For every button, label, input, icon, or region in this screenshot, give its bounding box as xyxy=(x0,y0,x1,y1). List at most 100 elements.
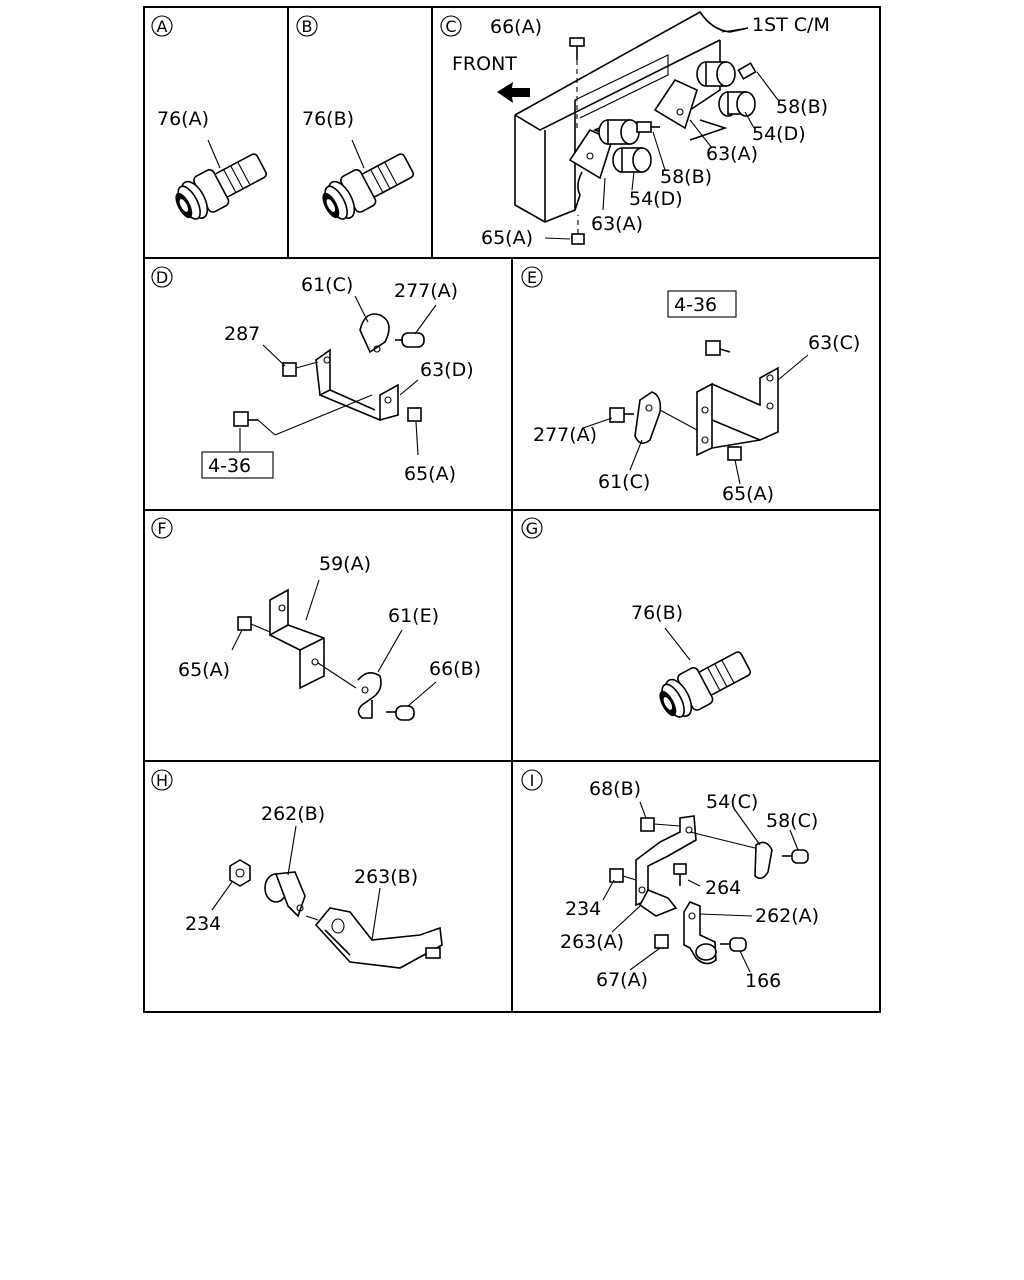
svg-text:A: A xyxy=(157,17,168,36)
bolt-58c-icon xyxy=(782,849,809,864)
ref-box-436-e xyxy=(667,290,737,318)
clip-61c-d-icon xyxy=(359,313,390,354)
bolt-277a-e-icon xyxy=(609,407,634,423)
bracket-263a-drawing xyxy=(635,815,697,917)
fitting-76a-drawing xyxy=(175,153,268,220)
clip-assembly-right xyxy=(653,61,757,130)
label-263b: 263(B) xyxy=(354,866,418,888)
bracket-63c-drawing xyxy=(696,366,779,457)
panel-f: 59(A) 61(E) 65(A) 66(B) xyxy=(178,553,481,721)
bracket-59a-drawing xyxy=(269,588,325,690)
nut-234-i-icon xyxy=(609,868,637,883)
bolt-264-icon xyxy=(673,863,687,886)
label-264: 264 xyxy=(705,877,741,899)
label-1st-cm: 1ST C/M xyxy=(752,14,830,36)
bracket-263b-drawing xyxy=(314,907,443,969)
nut-65a-d-icon xyxy=(407,407,422,422)
label-234-i: 234 xyxy=(565,898,601,920)
label-59a: 59(A) xyxy=(319,553,371,575)
nut-65a-f-icon xyxy=(237,616,271,633)
label-63a-left: 63(A) xyxy=(591,213,643,235)
bolt-66b-icon xyxy=(386,705,415,721)
panel-d: 61(C) 277(A) 287 63(D) 4-36 65(A) xyxy=(201,274,474,485)
label-54d-right: 54(D) xyxy=(752,123,806,145)
label-61e: 61(E) xyxy=(388,605,439,627)
svg-text:G: G xyxy=(526,519,538,538)
panel-marker-i: I xyxy=(521,769,543,791)
label-63d: 63(D) xyxy=(420,359,474,381)
panel-a: 76(A) xyxy=(157,108,268,220)
label-262b: 262(B) xyxy=(261,803,325,825)
panel-marker-g: G xyxy=(521,517,543,539)
label-76a: 76(A) xyxy=(157,108,209,130)
panel-i: 68(B) 54(C) 58(C) 264 234 262(A) 263(A) … xyxy=(560,778,819,992)
svg-text:D: D xyxy=(156,268,168,287)
nut-65a-icon xyxy=(544,215,585,245)
panel-marker-b: B xyxy=(296,15,318,37)
clip-61e-icon xyxy=(357,672,382,719)
nut-65a-e-icon xyxy=(727,446,742,461)
svg-text:E: E xyxy=(527,268,537,287)
bolt-436-e-icon xyxy=(705,340,731,356)
label-65a-e: 65(A) xyxy=(722,483,774,505)
label-63a-right: 63(A) xyxy=(706,143,758,165)
ref-436-d: 4-36 xyxy=(208,455,251,477)
bracket-63d-drawing xyxy=(315,348,399,422)
svg-text:B: B xyxy=(302,17,313,36)
label-61c-e: 61(C) xyxy=(598,471,650,493)
nut-68b-icon xyxy=(640,817,681,832)
nut-234-h-icon xyxy=(229,859,251,887)
bolt-66a-icon xyxy=(569,37,585,130)
svg-text:F: F xyxy=(157,519,166,538)
svg-text:I: I xyxy=(530,771,535,790)
label-76b-g: 76(B) xyxy=(631,602,683,624)
clip-61c-e-icon xyxy=(634,391,662,444)
ref-box-436-d xyxy=(201,451,274,479)
panel-c: FRONT 1ST C/M 66(A) xyxy=(452,10,830,249)
label-66b: 66(B) xyxy=(429,658,481,680)
nut-67a-icon xyxy=(654,934,669,949)
fitting-76b-drawing xyxy=(322,153,415,220)
label-67a: 67(A) xyxy=(596,969,648,991)
label-262a: 262(A) xyxy=(755,905,819,927)
clip-assembly-left xyxy=(568,119,660,180)
panel-marker-c: C xyxy=(440,15,462,37)
clip-54c-icon xyxy=(754,841,773,880)
label-58b-right: 58(B) xyxy=(776,96,828,118)
label-58c: 58(C) xyxy=(766,810,818,832)
label-277a-d: 277(A) xyxy=(394,280,458,302)
label-65a-c: 65(A) xyxy=(481,227,533,249)
nut-287-icon xyxy=(282,361,319,377)
label-68b: 68(B) xyxy=(589,778,641,800)
clip-262b-icon xyxy=(264,871,306,918)
label-76b: 76(B) xyxy=(302,108,354,130)
label-58b-left: 58(B) xyxy=(660,166,712,188)
bolt-436-d-icon xyxy=(233,394,373,436)
panel-b: 76(B) xyxy=(302,108,415,220)
front-label: FRONT xyxy=(452,53,517,75)
label-61c-d: 61(C) xyxy=(301,274,353,296)
fitting-76b-g-drawing xyxy=(659,651,752,718)
label-65a-d: 65(A) xyxy=(404,463,456,485)
panel-g: 76(B) xyxy=(631,602,752,718)
front-arrow xyxy=(497,82,530,103)
cross-member-drawing xyxy=(514,10,749,223)
bolt-166-icon xyxy=(720,937,747,952)
label-277a-e: 277(A) xyxy=(533,424,597,446)
panel-e: 4-36 63(C) 277(A) 61(C) 65(A) xyxy=(533,290,860,505)
panel-marker-d: D xyxy=(151,266,173,288)
label-63c: 63(C) xyxy=(808,332,860,354)
ref-436-e: 4-36 xyxy=(674,294,717,316)
clip-262a-icon xyxy=(683,901,717,965)
label-263a: 263(A) xyxy=(560,931,624,953)
panel-marker-h: H xyxy=(151,769,173,791)
panel-marker-e: E xyxy=(521,266,543,288)
label-166: 166 xyxy=(745,970,781,992)
panel-grid xyxy=(143,6,881,1013)
label-287: 287 xyxy=(224,323,260,345)
label-234-h: 234 xyxy=(185,913,221,935)
label-54d-left: 54(D) xyxy=(629,188,683,210)
panel-marker-a: A xyxy=(151,15,173,37)
panel-h: 262(B) 263(B) 234 xyxy=(185,803,443,969)
